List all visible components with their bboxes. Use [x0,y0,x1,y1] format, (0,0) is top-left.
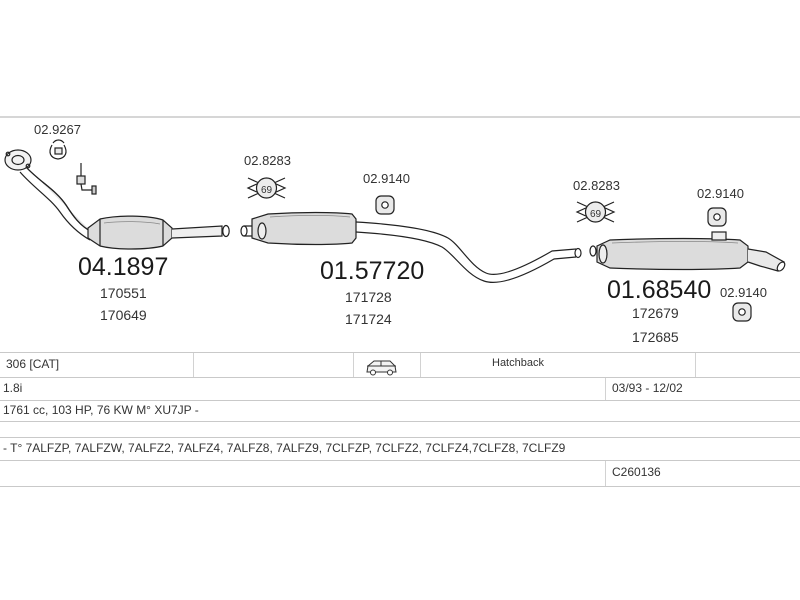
rear-silencer[interactable] [589,231,786,272]
table-rule-4 [0,421,800,422]
vehicle-catalog: C260136 [612,465,661,479]
table-col-2 [353,353,354,377]
table-rule-1 [0,352,800,353]
rear-silencer-ref-2: 172685 [632,329,679,345]
table-rule-7 [0,486,800,487]
front-pipe-ref-1: 170551 [100,285,147,301]
hanger-rear-upper-code: 02.9140 [697,186,744,201]
table-rule-2 [0,377,800,378]
middle-silencer[interactable] [240,211,582,283]
clamp-front-code: 02.9267 [34,122,81,137]
middle-silencer-ref-2: 171724 [345,311,392,327]
rear-lower-hanger[interactable] [732,302,752,322]
gasket-mid-ring: 69 [261,185,273,196]
middle-silencer-code: 01.57720 [320,257,424,285]
middle-silencer-ref-1: 171728 [345,289,392,305]
front-pipe-catalyst[interactable] [4,149,230,250]
table-col-5 [605,378,606,400]
rear-gasket[interactable] [575,201,616,223]
rear-upper-hanger[interactable] [707,207,727,227]
vehicle-types: - T° 7ALFZP, 7ALFZW, 7ALFZ2, 7ALFZ4, 7AL… [3,441,566,455]
vehicle-engine: 1.8i [3,381,23,395]
vehicle-years: 03/93 - 12/02 [612,381,683,395]
table-rule-5 [0,437,800,438]
table-rule-3 [0,400,800,401]
rear-silencer-body [596,237,749,271]
rear-silencer-ref-1: 172679 [632,305,679,321]
car-icon [366,360,397,376]
front-clamp[interactable] [49,139,67,160]
gasket-rear-code: 02.8283 [573,178,620,193]
table-col-1 [193,353,194,377]
middle-silencer-body [251,211,357,246]
vehicle-spec: 1761 cc, 103 HP, 76 KW M° XU7JP - [3,403,199,417]
vehicle-body: Hatchback [492,357,544,369]
hanger-mid-code: 02.9140 [363,171,410,186]
table-rule-6 [0,460,800,461]
front-flange [4,149,32,171]
table-col-6 [605,461,606,486]
table-col-3 [420,353,421,377]
table-col-4 [695,353,696,377]
gasket-rear-ring: 69 [590,209,602,220]
front-pipe-code: 04.1897 [78,253,168,281]
middle-hanger[interactable] [375,195,395,215]
middle-gasket[interactable] [246,177,287,199]
vehicle-model: 306 [CAT] [6,357,60,371]
front-pipe-ref-2: 170649 [100,307,147,323]
rear-silencer-code: 01.68540 [607,276,711,304]
hanger-rear-lower-code: 02.9140 [720,285,767,300]
lambda-sensor [76,163,97,195]
gasket-mid-code: 02.8283 [244,153,291,168]
